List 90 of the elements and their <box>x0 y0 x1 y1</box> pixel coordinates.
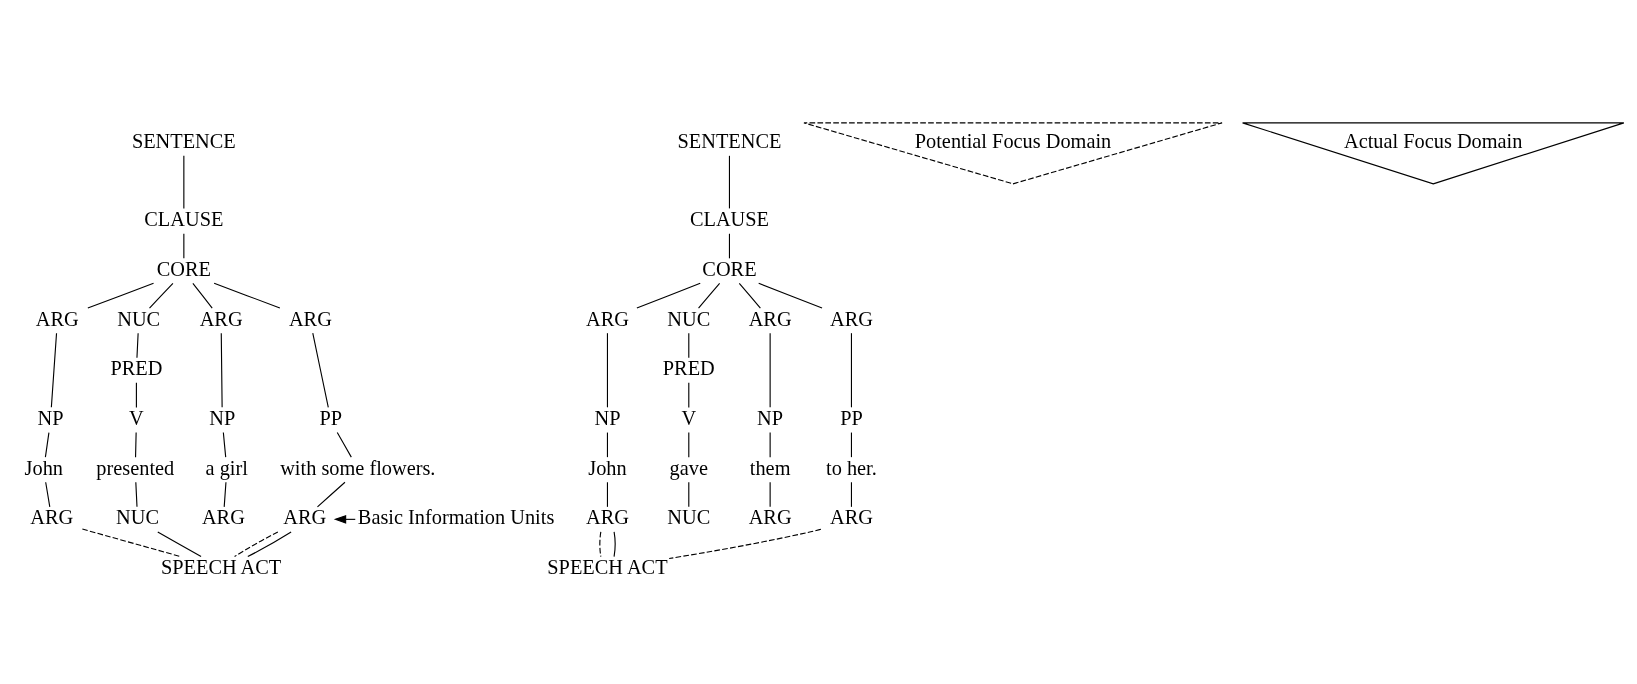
node-text: ARG <box>586 307 629 330</box>
connector <box>606 481 609 508</box>
node-text: a girl <box>205 456 248 479</box>
connector <box>135 481 138 508</box>
legend-label: Potential Focus Domain <box>914 130 1112 153</box>
node-text: SENTENCE <box>131 130 236 153</box>
node-text: V <box>129 406 144 429</box>
connector <box>148 282 174 309</box>
node-text: PRED <box>662 357 715 380</box>
node-text: ARG <box>199 307 243 330</box>
legend-label: Actual Focus Domain <box>1344 130 1523 153</box>
node-text: NP <box>209 406 236 429</box>
node-text: them <box>749 456 791 479</box>
node-text: NP <box>37 406 64 429</box>
connector <box>135 382 137 408</box>
node-text: NUC <box>667 506 711 529</box>
connector <box>758 282 823 309</box>
connector <box>50 332 58 408</box>
connector <box>222 432 227 458</box>
node-text: ARG <box>288 307 332 330</box>
node-text: CLAUSE <box>689 208 769 231</box>
node-text: presented <box>96 456 175 479</box>
node-text: ARG <box>748 506 792 529</box>
node-text: ARG <box>586 506 629 529</box>
connector <box>728 155 731 209</box>
node-text: PRED <box>110 357 163 380</box>
connector <box>183 155 185 209</box>
connector <box>636 282 701 309</box>
node-text: ARG <box>748 307 792 330</box>
node-text: PP <box>840 406 863 429</box>
connector <box>247 531 292 558</box>
node-text: PP <box>319 406 343 429</box>
connector <box>183 233 185 259</box>
connector <box>316 481 346 508</box>
connector <box>135 432 137 458</box>
connector <box>688 382 690 408</box>
connector <box>606 432 609 458</box>
connector <box>223 481 227 508</box>
connector <box>850 432 853 458</box>
connector <box>213 282 281 309</box>
connector <box>688 332 690 359</box>
node-text: ARG <box>830 307 873 330</box>
node-text: CORE <box>702 257 757 280</box>
node-text: NUC <box>116 506 159 529</box>
connector <box>613 531 616 558</box>
connector <box>45 481 51 508</box>
connector <box>697 282 721 309</box>
connector <box>599 531 602 558</box>
node-text: CORE <box>156 257 211 280</box>
connector <box>157 531 202 558</box>
node-text: NP <box>594 406 621 429</box>
node-text: John <box>588 456 627 479</box>
connector <box>234 531 279 558</box>
connector <box>336 432 352 458</box>
node-text: NUC <box>667 307 711 330</box>
node-text: ARG <box>201 506 245 529</box>
connector <box>728 233 731 259</box>
node-text: ARG <box>30 506 74 529</box>
node-text: to her. <box>826 456 877 479</box>
node-text: ARG <box>283 506 327 529</box>
connector <box>769 481 771 508</box>
connector <box>81 528 182 558</box>
node-text: NP <box>757 406 784 429</box>
connector <box>738 282 761 309</box>
node-text: Basic Information Units <box>357 506 555 529</box>
connector <box>850 481 853 508</box>
connector <box>312 332 329 408</box>
node-text: ARG <box>830 506 873 529</box>
node-text: ARG <box>35 307 79 330</box>
connector <box>850 332 853 408</box>
connector <box>192 282 213 309</box>
node-text: gave <box>669 456 708 479</box>
node-text: CLAUSE <box>144 208 224 231</box>
node-text: with some flowers. <box>280 456 436 479</box>
connector <box>606 332 609 408</box>
node-text: SPEECH ACT <box>547 556 668 579</box>
connector <box>769 332 771 408</box>
connector <box>220 332 223 408</box>
connector <box>87 282 155 309</box>
node-text: SPEECH ACT <box>160 556 282 579</box>
node-text: NUC <box>117 307 161 330</box>
node-text: John <box>24 456 63 479</box>
connector <box>769 432 771 458</box>
connector <box>44 432 50 458</box>
connector <box>688 481 690 508</box>
node-text: V <box>681 406 697 429</box>
connector <box>688 432 690 458</box>
connector <box>668 528 822 560</box>
connector <box>136 332 139 359</box>
node-text: SENTENCE <box>677 130 782 153</box>
